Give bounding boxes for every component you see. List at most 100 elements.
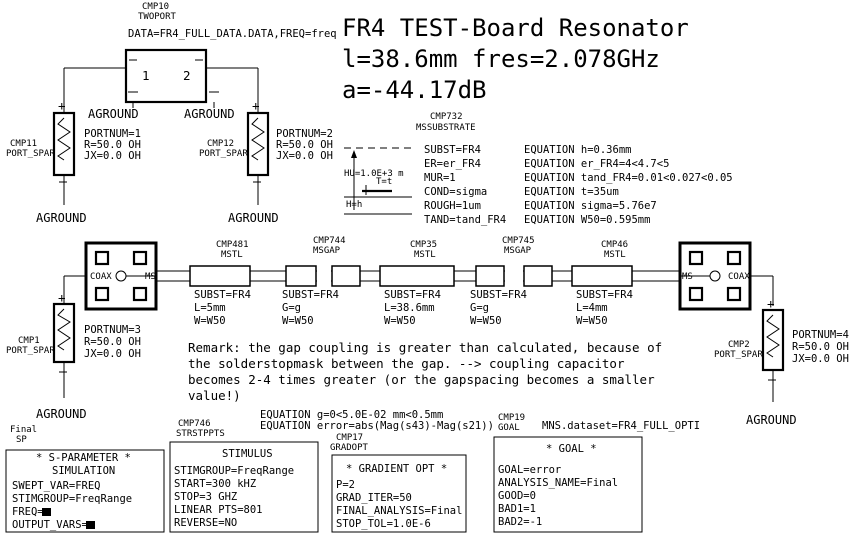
stimulus-param-4: LINEAR PTS=801 [174, 504, 263, 516]
mstl-cmp35-param-2: L=38.6mm [384, 302, 435, 314]
gradopt-box [331, 454, 467, 533]
ground-label-twoport-left: AGROUND [88, 107, 139, 121]
goal-param-5: BAD2=-1 [498, 516, 542, 528]
stimulus-param-1: STIMGROUP=FreqRange [174, 465, 294, 477]
goal-dataset: MNS.dataset=FR4_FULL_OPTI [542, 420, 700, 432]
sparam-header-2: SIMULATION [52, 465, 115, 477]
coax-right[interactable]: MS COAX [678, 241, 774, 311]
twoport-id: CMP10 [142, 2, 169, 12]
equation-sigma[interactable]: EQUATION sigma=5.76e7 [524, 200, 657, 212]
equation-tand[interactable]: EQUATION tand_FR4=0.01<0.027<0.05 [524, 172, 733, 184]
msgap-cmp745-right-pad [523, 265, 553, 287]
equation-w50[interactable]: EQUATION W50=0.595mm [524, 214, 650, 226]
substrate-component[interactable]: CMP732 MSSUBSTRATE HU=1.0E+3 m T=t H=h S… [344, 112, 506, 226]
sparam-param-3: FREQ= [12, 506, 44, 518]
mstl-cmp481-type: MSTL [221, 250, 243, 260]
goal-header: * GOAL * [546, 443, 597, 455]
substrate-param-3: MUR=1 [424, 172, 456, 184]
equation-t[interactable]: EQUATION t=35um [524, 186, 619, 198]
ground-label-port3: AGROUND [36, 407, 87, 421]
sparam-header-1: * S-PARAMETER * [36, 452, 131, 464]
msgap-cmp745-param-1: SUBST=FR4 [470, 289, 527, 301]
remark-line-4: value!) [188, 388, 241, 403]
port-cmp11[interactable]: CMP11 PORT_SPAR + PORTNUM=1 R=50.0 OH JX… [6, 98, 141, 225]
port-cmp2-param-1: PORTNUM=4 [792, 329, 849, 341]
substrate-type: MSSUBSTRATE [416, 123, 476, 133]
mstl-cmp46[interactable]: CMP46 MSTL SUBST=FR4 L=4mm W=W50 [571, 240, 633, 327]
sparam-id: Final [10, 425, 37, 435]
port-cmp1[interactable]: CMP1 PORT_SPAR + PORTNUM=3 R=50.0 OH JX=… [6, 290, 141, 421]
equation-error[interactable]: EQUATION error=abs(Mag(s43)-Mag(s21)) [260, 420, 494, 432]
mstl-cmp35-id: CMP35 [410, 240, 437, 250]
port-cmp2[interactable]: CMP2 PORT_SPAR + PORTNUM=4 R=50.0 OH JX=… [714, 296, 849, 427]
goal-param-4: BAD1=1 [498, 503, 536, 515]
msgap-cmp745-param-2: G=g [470, 302, 489, 314]
stimulus-param-3: STOP=3 GHZ [174, 491, 237, 503]
sparam-controller[interactable]: Final SP * S-PARAMETER * SIMULATION SWEP… [5, 425, 165, 533]
port-cmp11-plus: + [58, 98, 66, 113]
gradopt-param-2: GRAD_ITER=50 [336, 492, 412, 504]
port-cmp11-param-2: R=50.0 OH [84, 139, 141, 151]
remark-note: Remark: the gap coupling is greater than… [188, 340, 662, 403]
ground-label-port2: AGROUND [228, 211, 279, 225]
equation-h[interactable]: EQUATION h=0.36mm [524, 144, 631, 156]
port-cmp2-type: PORT_SPAR [714, 350, 763, 360]
stimulus-id: CMP746 [178, 419, 211, 429]
equation-er[interactable]: EQUATION er_FR4=4<4.7<5 [524, 158, 669, 170]
mstl-cmp46-param-2: L=4mm [576, 302, 608, 314]
msgap-cmp744-id: CMP744 [313, 236, 346, 246]
twoport-component[interactable]: CMP10 TWOPORT DATA=FR4_FULL_DATA.DATA,FR… [63, 2, 337, 108]
substrate-param-5: ROUGH=1um [424, 200, 481, 212]
sparam-type: SP [16, 435, 27, 445]
coax-left[interactable]: COAX MS [63, 241, 158, 311]
port-cmp12-type: PORT_SPAR [199, 149, 248, 159]
port-cmp12-param-3: JX=0.0 OH [276, 150, 333, 162]
msgap-cmp744-type: MSGAP [313, 246, 341, 256]
port-cmp2-plus: + [767, 296, 775, 311]
sparam-freq-marker [42, 508, 51, 516]
port-cmp1-param-3: JX=0.0 OH [84, 348, 141, 360]
port-cmp1-body [52, 302, 76, 364]
mstl-cmp35-type: MSTL [414, 250, 436, 260]
port-cmp1-type: PORT_SPAR [6, 346, 55, 356]
msgap-cmp744[interactable]: CMP744 MSGAP SUBST=FR4 G=g W=W50 [282, 236, 361, 327]
coax-left-pin: MS [145, 272, 156, 282]
port-cmp11-type: PORT_SPAR [6, 149, 55, 159]
mstl-cmp481-id: CMP481 [216, 240, 249, 250]
msgap-cmp745-param-3: W=W50 [470, 315, 502, 327]
twoport-body [124, 48, 208, 104]
sparam-box [5, 449, 165, 533]
port-cmp11-id: CMP11 [10, 139, 37, 149]
msgap-cmp744-param-1: SUBST=FR4 [282, 289, 339, 301]
mstl-cmp46-param-3: W=W50 [576, 315, 608, 327]
substrate-h-label: H=h [346, 200, 362, 210]
msgap-cmp745[interactable]: CMP745 MSGAP SUBST=FR4 G=g W=W50 [470, 236, 553, 327]
gradopt-param-3: FINAL_ANALYSIS=Final [336, 505, 462, 517]
port-cmp2-body [761, 308, 785, 372]
equation-list: EQUATION h=0.36mm EQUATION er_FR4=4<4.7<… [524, 144, 733, 226]
goal-id: CMP19 [498, 413, 525, 423]
mstl-cmp46-type: MSTL [604, 250, 626, 260]
equation-g[interactable]: EQUATION g=0<5.0E-02 mm<0.5mm [260, 409, 443, 421]
stimulus-controller[interactable]: CMP746 STRSTPPTS STIMULUS STIMGROUP=Freq… [169, 419, 319, 533]
port-cmp12[interactable]: CMP12 PORT_SPAR + PORTNUM=2 R=50.0 OH JX… [199, 98, 333, 225]
mstl-cmp35[interactable]: CMP35 MSTL SUBST=FR4 L=38.6mm W=W50 [379, 240, 455, 327]
goal-param-1: GOAL=error [498, 464, 561, 476]
mstl-cmp46-id: CMP46 [601, 240, 628, 250]
mstl-cmp35-body [379, 265, 455, 287]
sparam-param-4: OUTPUT_VARS= [12, 519, 88, 531]
ground-label-port1: AGROUND [36, 211, 87, 225]
port-cmp2-id: CMP2 [728, 340, 750, 350]
remark-line-2: the solderstopmask between the gap. --> … [188, 356, 625, 371]
goal-controller[interactable]: CMP19 GOAL MNS.dataset=FR4_FULL_OPTI * G… [493, 413, 700, 533]
substrate-t-label: T=t [376, 177, 392, 187]
mstl-cmp35-param-1: SUBST=FR4 [384, 289, 441, 301]
mstl-cmp481[interactable]: CMP481 MSTL SUBST=FR4 L=5mm W=W50 [189, 240, 251, 327]
gradopt-header: * GRADIENT OPT * [346, 463, 447, 475]
port-cmp12-plus: + [252, 98, 260, 113]
gradopt-controller[interactable]: CMP17 GRADOPT * GRADIENT OPT * P=2 GRAD_… [330, 433, 467, 533]
mstl-cmp46-body [571, 265, 633, 287]
title-line-2: l=38.6mm fres=2.078GHz [342, 45, 660, 73]
ground-label-port4: AGROUND [746, 413, 797, 427]
